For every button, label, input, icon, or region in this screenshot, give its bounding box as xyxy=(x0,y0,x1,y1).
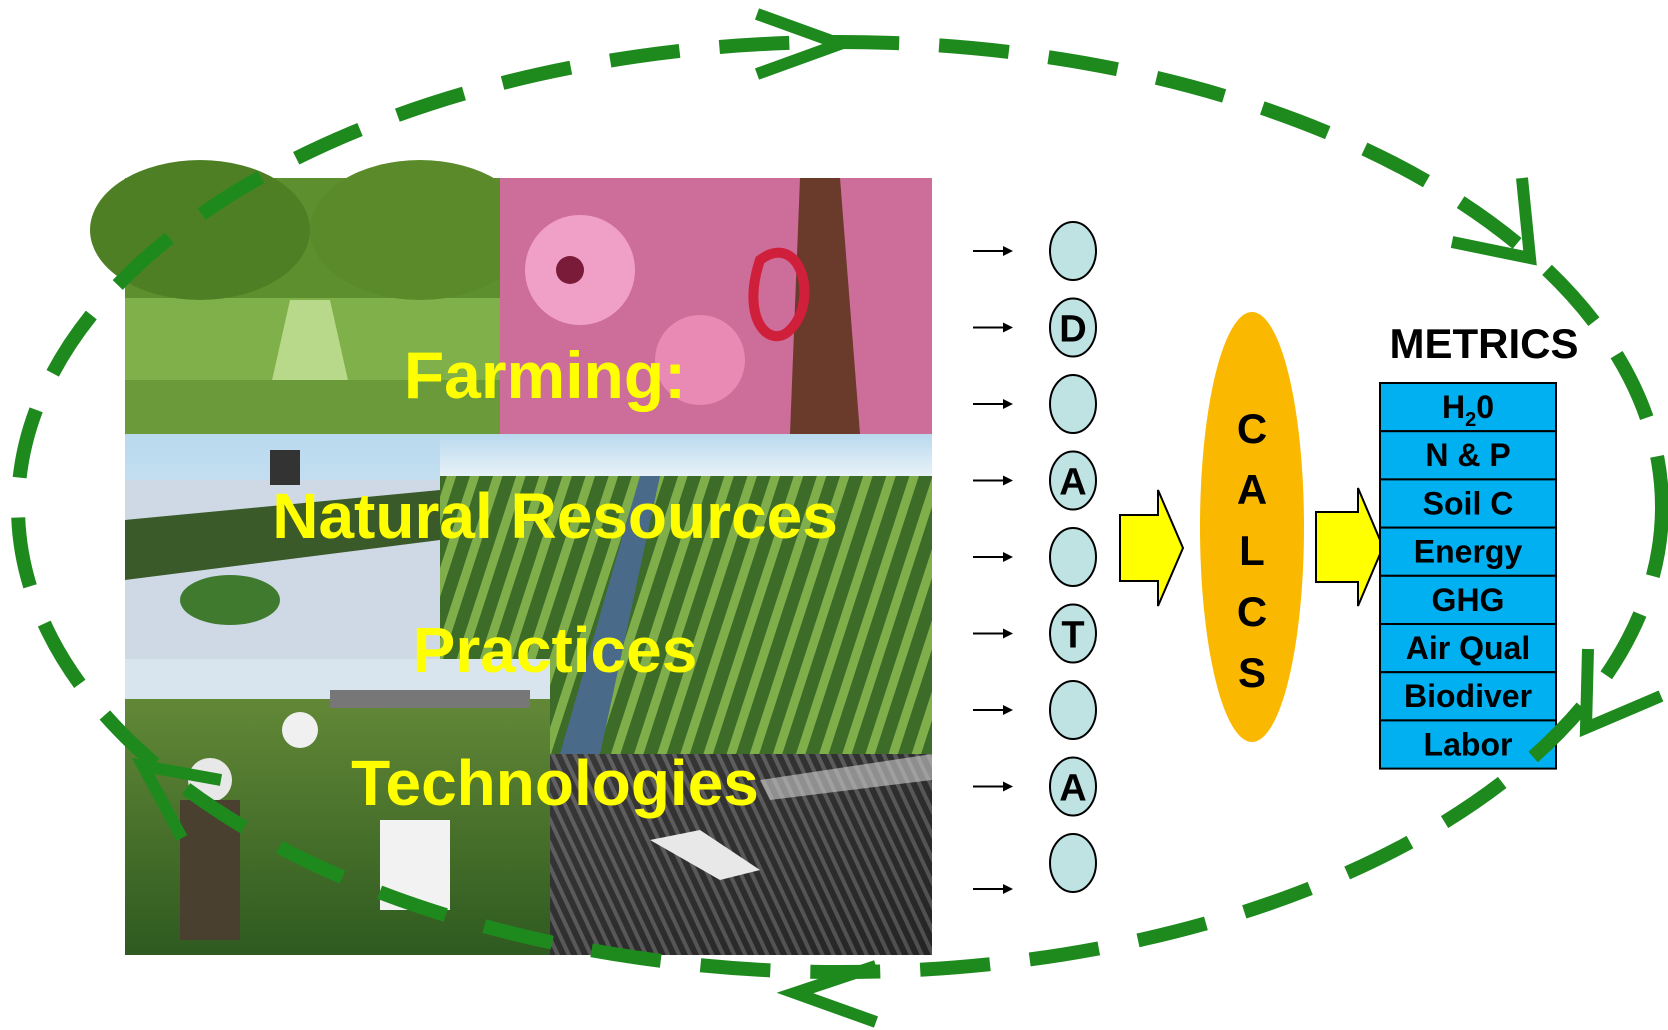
metric-label: Biodiver xyxy=(1404,678,1532,714)
input-arrow xyxy=(973,475,1013,486)
data-oval xyxy=(1049,297,1097,358)
plastic-mulch-photo xyxy=(125,434,440,659)
input-arrow xyxy=(973,781,1013,792)
data-oval xyxy=(1049,221,1097,281)
input-arrow xyxy=(973,705,1013,715)
metrics-title: METRICS xyxy=(1390,320,1579,367)
cycle-arrowhead-top xyxy=(754,8,858,80)
data-oval xyxy=(1049,680,1097,740)
cycle-arrowhead-left xyxy=(131,757,223,841)
input-arrow xyxy=(973,628,1013,639)
metric-cell xyxy=(1379,382,1557,433)
data-oval xyxy=(1049,833,1097,893)
data-oval xyxy=(1049,527,1097,587)
metric-label: Air Qual xyxy=(1406,630,1530,666)
calcs-letter: C xyxy=(1237,405,1267,452)
collage-title: Farming: xyxy=(404,338,686,412)
block-arrow-to-metrics xyxy=(1315,487,1385,607)
crop-duster-photo xyxy=(550,754,932,955)
metric-label: GHG xyxy=(1432,582,1505,618)
metric-label: N & P xyxy=(1425,437,1510,473)
metric-cell xyxy=(1379,719,1557,770)
photo-collage: Farming: Natural Resources Practices Tec… xyxy=(90,160,932,955)
collage-line-practices: Practices xyxy=(413,614,698,686)
metric-cell xyxy=(1379,430,1557,481)
data-oval xyxy=(1049,603,1097,664)
crop-rows-photo xyxy=(440,434,932,754)
data-letter: A xyxy=(1059,768,1086,810)
data-letter: D xyxy=(1059,309,1086,351)
data-oval xyxy=(1049,374,1097,434)
input-arrow xyxy=(973,399,1013,409)
calcs-letter: A xyxy=(1237,466,1267,513)
cycle-arrowhead-lower-right xyxy=(1579,648,1664,738)
data-letter: T xyxy=(1061,615,1084,657)
collage-line-natural-resources: Natural Resources xyxy=(272,480,838,552)
input-arrow xyxy=(973,884,1013,894)
calcs-letter: S xyxy=(1238,649,1266,696)
cycle-arrowhead-upper-right xyxy=(1450,177,1537,266)
feedback-cycle xyxy=(11,8,1668,1028)
blossom-photo xyxy=(500,178,932,434)
harvest-crew-photo xyxy=(125,659,550,955)
input-arrow xyxy=(973,322,1013,333)
cycle-arrowhead-bottom xyxy=(776,960,879,1028)
calcs-letter: C xyxy=(1237,588,1267,635)
data-letter: A xyxy=(1059,462,1086,504)
block-arrow-to-calcs xyxy=(1119,489,1185,607)
metric-label: Soil C xyxy=(1423,485,1514,521)
metric-cell xyxy=(1379,671,1557,722)
input-arrow xyxy=(973,552,1013,562)
metric-cell xyxy=(1379,623,1557,674)
input-arrow xyxy=(973,246,1013,256)
data-oval xyxy=(1049,450,1097,511)
metric-label: H20 xyxy=(1442,389,1494,431)
metric-label: Energy xyxy=(1414,534,1523,570)
data-column: D A T A xyxy=(973,221,1097,894)
orchard-photo xyxy=(90,160,530,434)
calcs-letter: L xyxy=(1239,527,1265,574)
metric-label: Labor xyxy=(1424,726,1513,762)
collage-line-technologies: Technologies xyxy=(351,747,759,819)
data-oval xyxy=(1049,756,1097,817)
